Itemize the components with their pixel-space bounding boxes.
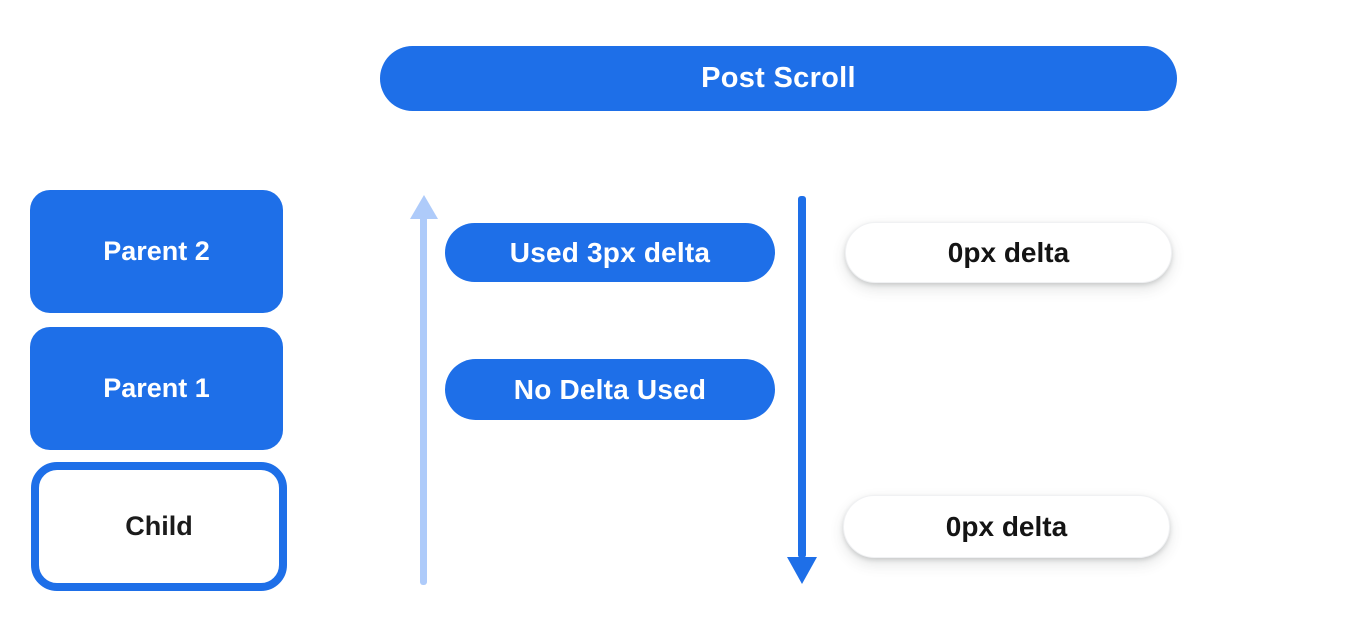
down-arrow-shaft [798,196,806,558]
up-arrow-shaft [420,215,427,585]
zero-delta-bottom-badge: 0px delta [843,495,1170,558]
child-box: Child [31,462,287,591]
used-delta-badge: Used 3px delta [445,223,775,282]
down-arrowhead-icon [787,557,817,584]
post-scroll-header: Post Scroll [380,46,1177,111]
no-delta-badge: No Delta Used [445,359,775,420]
zero-delta-top-badge: 0px delta [845,222,1172,283]
parent2-box: Parent 2 [30,190,283,313]
parent1-box: Parent 1 [30,327,283,450]
